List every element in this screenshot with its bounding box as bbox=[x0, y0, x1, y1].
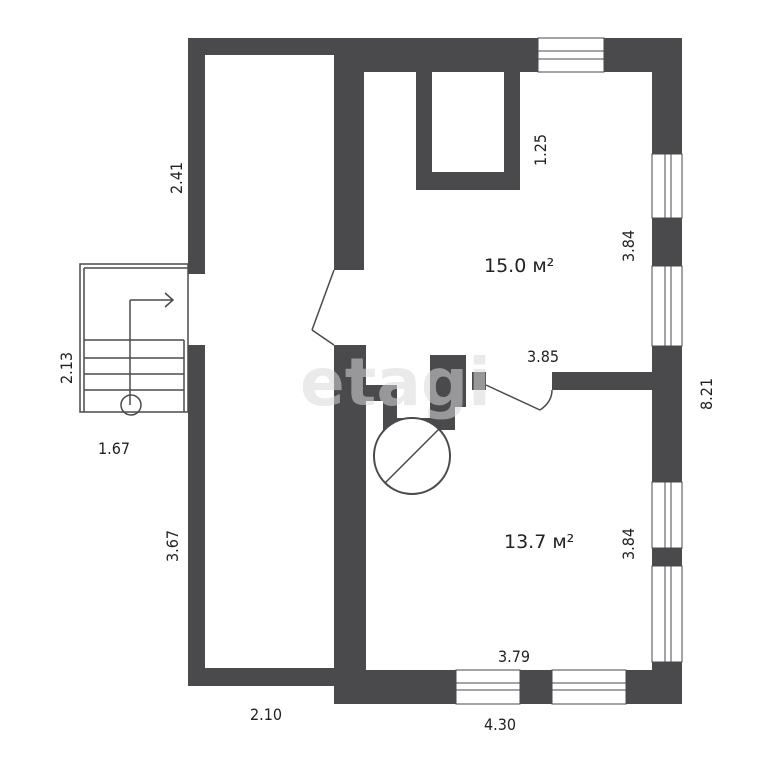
dim-bottom-left: 2.10 bbox=[250, 705, 282, 724]
window-right-2 bbox=[651, 265, 683, 347]
window-right-3 bbox=[651, 481, 683, 549]
dim-right-total: 8.21 bbox=[697, 378, 716, 410]
dim-right-upper: 3.84 bbox=[619, 230, 638, 262]
chimney-block bbox=[416, 72, 520, 190]
room-2-area: 13.7 м² bbox=[504, 531, 574, 553]
window-bottom-2 bbox=[551, 669, 627, 705]
dim-bottom-inner: 3.79 bbox=[498, 647, 530, 666]
window-right-4 bbox=[651, 565, 683, 663]
dim-right-lower: 3.84 bbox=[619, 528, 638, 560]
door-central bbox=[311, 269, 335, 346]
dim-stair-width: 1.67 bbox=[98, 439, 130, 458]
dim-left-lower: 3.67 bbox=[163, 530, 182, 562]
dim-stair-height: 2.13 bbox=[57, 352, 76, 384]
round-stove-icon bbox=[373, 417, 451, 495]
dim-chimney: 1.25 bbox=[531, 134, 550, 166]
window-top bbox=[537, 37, 605, 73]
room-1-area: 15.0 м² bbox=[484, 255, 554, 277]
corridor-walls bbox=[188, 38, 340, 686]
door-room-2 bbox=[485, 384, 553, 411]
watermark: etagi bbox=[300, 344, 491, 421]
window-bottom-1 bbox=[455, 669, 521, 705]
staircase bbox=[79, 263, 189, 416]
dim-bottom-right: 4.30 bbox=[484, 715, 516, 734]
dim-left-upper: 2.41 bbox=[167, 162, 186, 194]
dim-partition: 3.85 bbox=[527, 347, 559, 366]
central-wall bbox=[334, 38, 366, 704]
room-partition bbox=[472, 372, 652, 390]
window-right-1 bbox=[651, 153, 683, 219]
